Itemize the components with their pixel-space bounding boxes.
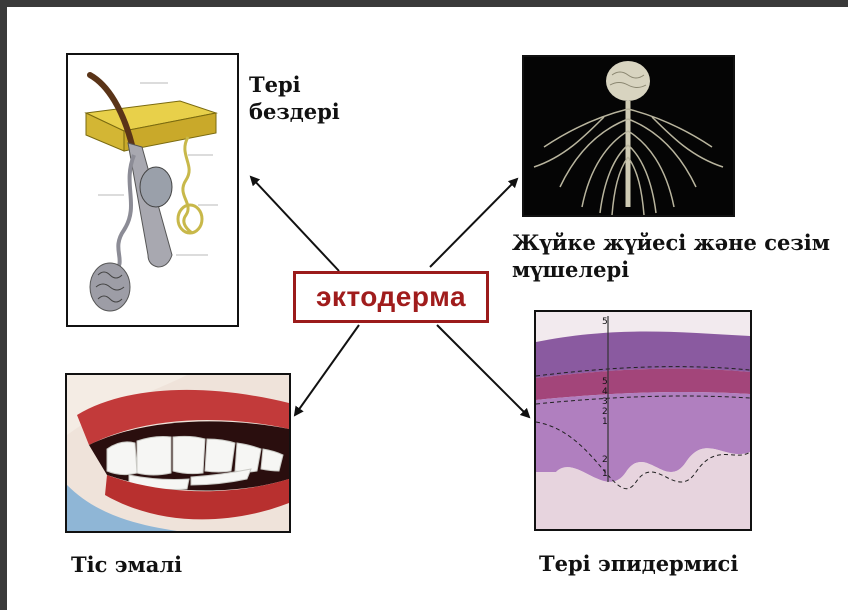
nervous-system-photo <box>522 55 735 217</box>
histology-marker: 3 <box>602 397 608 407</box>
sweat-gland-icon <box>68 55 237 325</box>
tooth-enamel-label: Тіс эмалі <box>71 551 182 578</box>
histology-marker: 5 <box>602 317 608 327</box>
teeth-icon <box>67 375 289 531</box>
histology-marker: 5 <box>602 377 608 387</box>
nervous-system-icon <box>524 57 733 215</box>
arrow-to-nervous-system <box>430 179 517 267</box>
histology-marker: 1 <box>602 469 608 479</box>
sweat-gland-illustration <box>66 53 239 327</box>
arrow-to-epidermis <box>437 325 529 417</box>
skin-glands-label: Тері бездері <box>249 71 340 125</box>
histology-marker: 2 <box>602 407 608 417</box>
arrow-to-skin-glands <box>251 177 339 271</box>
teeth-smile-photo <box>65 373 291 533</box>
slide: Тері бездері Жүйке жүйесі және сезім мүш… <box>7 7 848 610</box>
arrow-to-tooth-enamel <box>295 325 359 415</box>
histology-marker: 2 <box>602 455 608 465</box>
histology-marker: 1 <box>602 417 608 427</box>
ectoderm-label: эктодерма <box>316 281 466 313</box>
nervous-system-label: Жүйке жүйесі және сезім мүшелері <box>512 229 830 283</box>
ectoderm-box: эктодерма <box>293 271 489 323</box>
epidermis-label: Тері эпидермисі <box>539 550 738 577</box>
histology-marker: 4 <box>602 387 608 397</box>
